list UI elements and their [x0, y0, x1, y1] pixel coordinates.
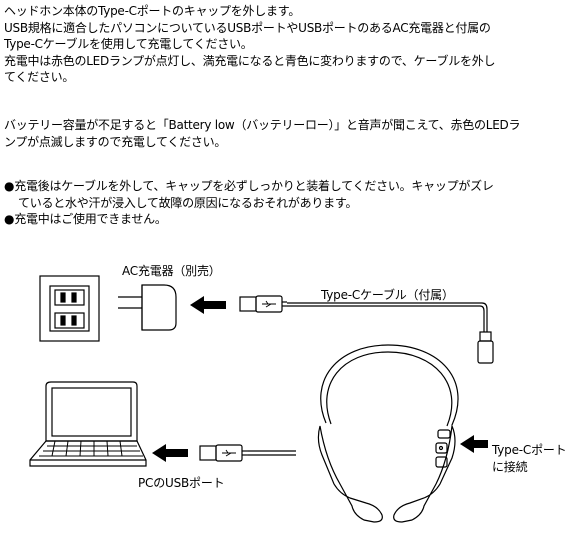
text-line: ンプが点滅しますので充電してください。 [4, 134, 227, 149]
laptop-icon [29, 381, 147, 467]
usb-plug-icon [199, 444, 248, 462]
text-line: ヘッドホン本体のType-Cポートのキャップを外します。 [4, 4, 301, 18]
arrow-left-icon [460, 435, 488, 453]
pc-usb-label: PCのUSBポート [138, 476, 225, 490]
port-label: Type-Cポート [492, 443, 567, 457]
wall-outlet-icon [39, 275, 100, 342]
arrow-left-icon [152, 444, 188, 462]
type-c-plug-icon [477, 331, 494, 364]
usb-cable [248, 450, 296, 456]
usb-plug-icon [239, 295, 287, 313]
notes-list: ●充電後はケーブルを外して、キャップを必ずしっかりと装着してください。キャップが… [4, 178, 578, 228]
instruction-paragraph: ヘッドホン本体のType-Cポートのキャップを外します。 USB規格に適合したパ… [4, 3, 578, 86]
arrow-left-icon [190, 296, 226, 314]
battery-paragraph: バッテリー容量が不足すると「Battery low（バッテリーロー）」と音声が聞… [4, 117, 578, 150]
headphones-icon [317, 344, 459, 523]
text-line: バッテリー容量が不足すると「Battery low（バッテリーロー）」と音声が聞… [4, 118, 521, 132]
cable-label: Type-Cケーブル（付属） [321, 288, 454, 302]
text-line: てください。 [4, 70, 75, 84]
ac-charger-label: AC充電器（別売） [122, 264, 221, 278]
bullet-item: ●充電後はケーブルを外して、キャップを必ずしっかりと装着してください。キャップが… [4, 179, 494, 193]
text-line: 充電中は赤色のLEDランプが点灯し、満充電になると青色に変わりますので、ケーブル… [4, 53, 496, 68]
ac-charger-icon [118, 284, 177, 331]
bullet-item-continuation: ていると水や汗が浸入して故障の原因になるおそれがあります。 [18, 195, 358, 210]
bullet-item: ●充電中はご使用できません。 [4, 212, 167, 226]
type-c-cable [287, 302, 488, 332]
text-line: USB規格に適合したパソコンについているUSBポートやUSBポートのあるAC充電… [4, 20, 491, 35]
port-label-connect: に接続 [492, 460, 528, 474]
text-line: Type-Cケーブルを使用して充電してください。 [4, 37, 253, 51]
